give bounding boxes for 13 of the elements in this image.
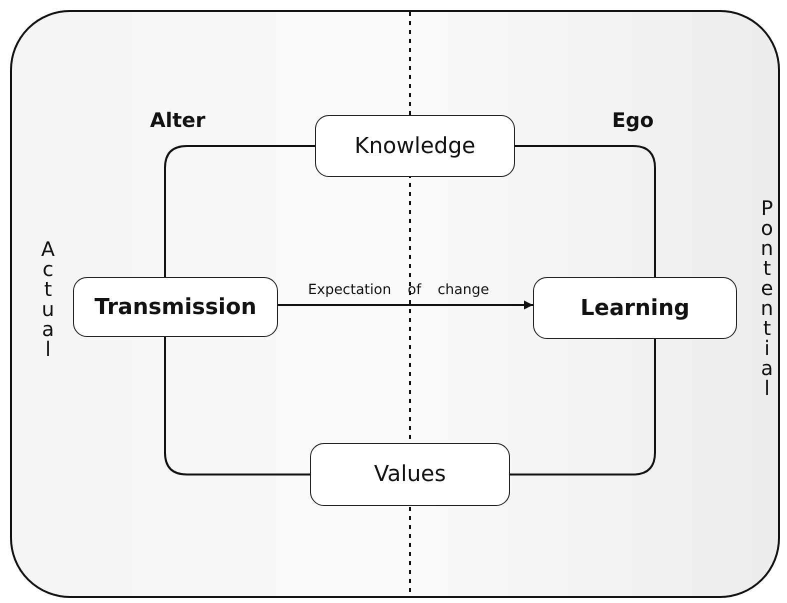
side-heading: Alter	[150, 108, 206, 132]
process-box: Values	[310, 443, 510, 506]
axis-label: Pontential	[755, 196, 779, 396]
process-box: Knowledge	[315, 115, 515, 177]
connector-line	[164, 145, 315, 277]
process-box: Learning	[533, 277, 737, 339]
connector-line	[164, 337, 310, 476]
side-heading: Ego	[612, 108, 654, 132]
connector-line	[515, 145, 656, 277]
connector-line	[510, 339, 656, 476]
arrow	[278, 300, 533, 310]
process-box: Transmission	[73, 277, 278, 337]
axis-label: Actual	[36, 237, 60, 357]
